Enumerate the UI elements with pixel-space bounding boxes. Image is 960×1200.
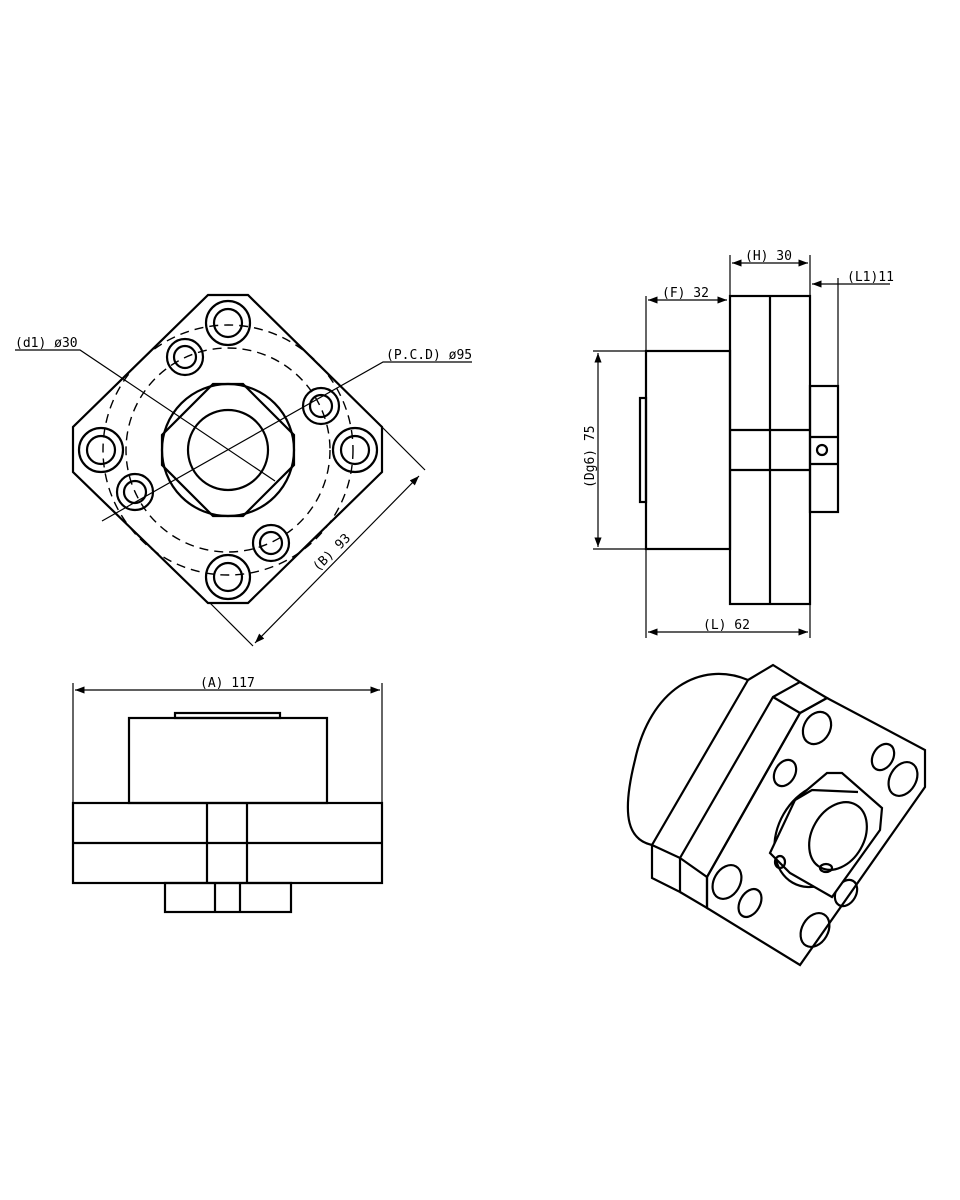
pcd-label: (P.C.D) ø95 [386, 348, 472, 363]
dg6-label: (Dg6) 75 [583, 425, 598, 488]
flange-outline [71, 293, 384, 605]
l-label: (L) 62 [703, 618, 750, 633]
set-screw-hole [815, 443, 829, 457]
flange-front-face [705, 696, 927, 967]
side-view: (H) 30 (L1)11 (F) 32 (Dg6) 75 (L) 62 [583, 249, 894, 638]
locknut-side [808, 384, 840, 514]
pcd-circle-outer [102, 324, 354, 576]
housing-side [644, 349, 732, 551]
d1-leader [15, 349, 276, 482]
housing-dome [626, 672, 749, 847]
housing-top [127, 716, 329, 805]
f-label: (F) 32 [662, 286, 709, 301]
pcd-circle-inner [125, 347, 331, 553]
b-extension-2 [209, 602, 254, 647]
a-label: (A) 117 [200, 676, 255, 691]
h-label: (H) 30 [745, 249, 792, 264]
isometric-view [626, 663, 927, 967]
seal-side [638, 396, 648, 504]
counterbore-holes [77, 299, 379, 601]
top-view: (A) 117 [71, 676, 384, 914]
pcd-leader [101, 361, 472, 522]
front-view: (d1) ø30 (P.C.D) ø95 (B) 93 [15, 293, 472, 647]
b-extension-1 [381, 426, 426, 471]
locknut-top [163, 881, 293, 914]
d1-label: (d1) ø30 [15, 336, 78, 351]
b-dimension-line [254, 475, 420, 644]
l1-label: (L1)11 [847, 270, 894, 285]
bore-circle [186, 408, 270, 492]
isometric-holes [711, 710, 919, 948]
locknut-square [160, 382, 296, 518]
